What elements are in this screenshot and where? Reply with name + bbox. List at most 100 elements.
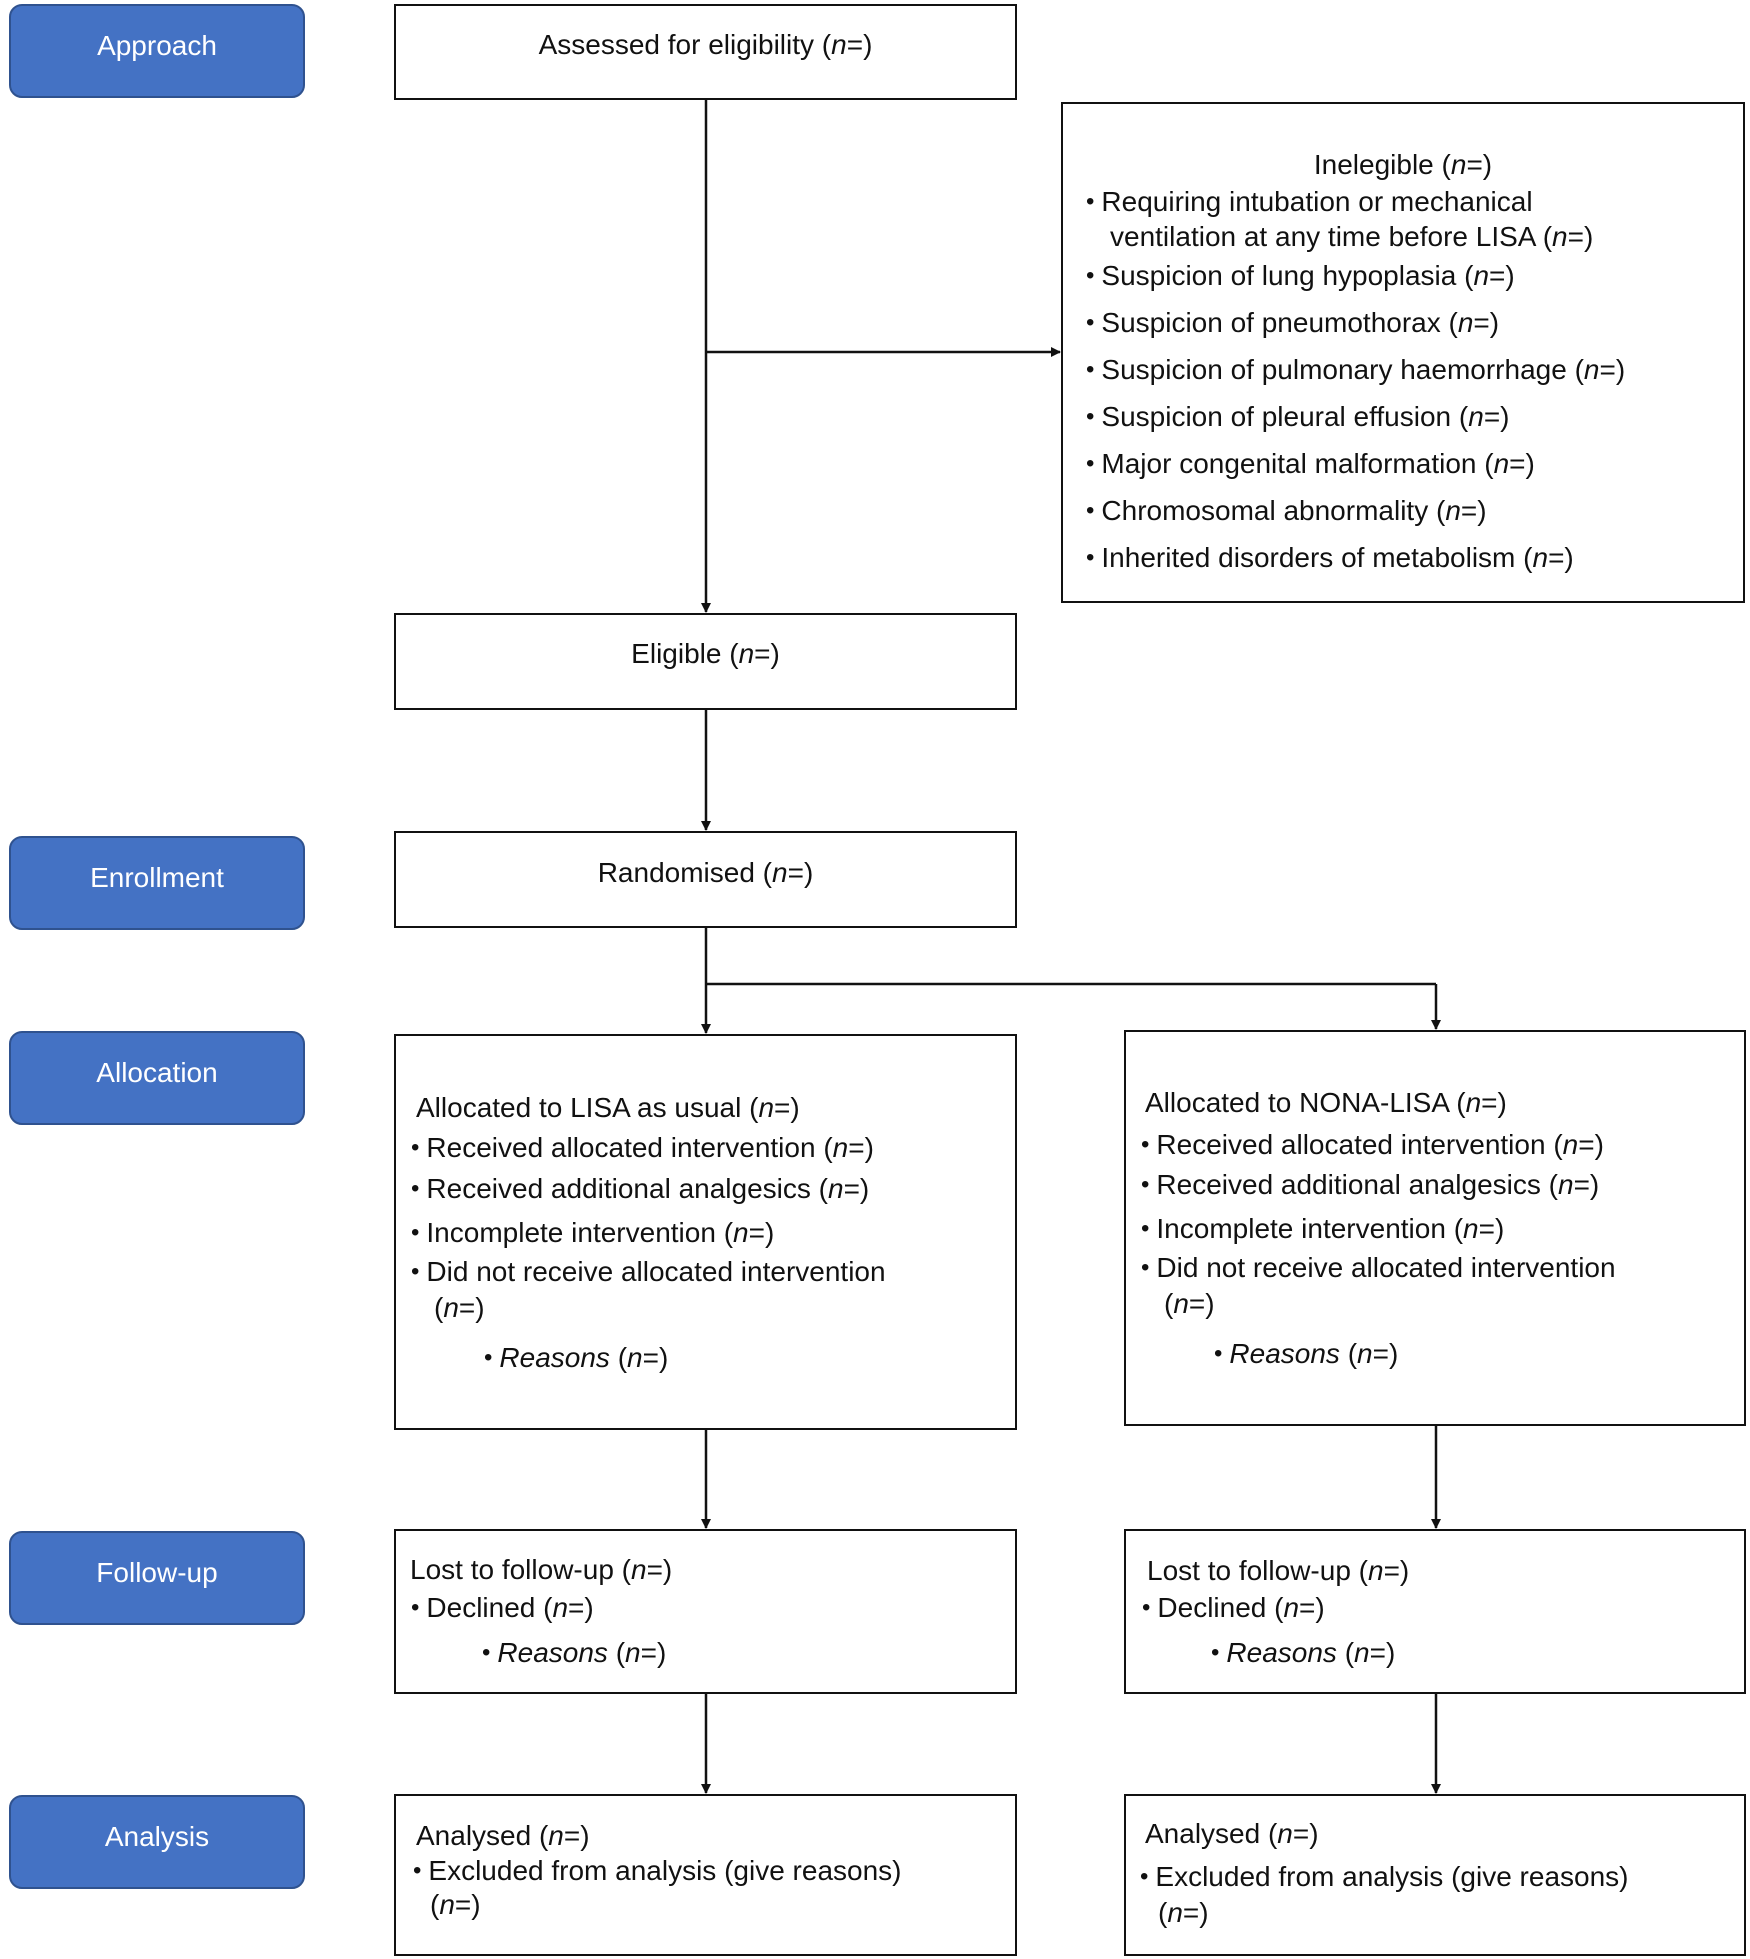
declined-item: Declined (n=) [1142, 1591, 1324, 1625]
n-label: n [1167, 1897, 1183, 1928]
n-label: n [627, 1342, 643, 1373]
ineligible-item: Chromosomal abnormality (n=) [1086, 494, 1486, 528]
analgesics-item: Received additional analgesics (n=) [411, 1172, 869, 1206]
reasons-label: Reasons [497, 1637, 608, 1668]
incomplete-label: Incomplete intervention [426, 1217, 716, 1248]
n-label: n [631, 1554, 647, 1585]
ineligible-box: Inelegible (n=) Requiring intubation or … [1061, 102, 1745, 603]
ineligible-item-label: Suspicion of pneumothorax [1101, 307, 1441, 338]
declined-label: Declined [1157, 1592, 1267, 1623]
analysis-nona-box: Analysed (n=) Excluded from analysis (gi… [1124, 1794, 1746, 1956]
ineligible-item-label: Suspicion of pulmonary haemorrhage [1101, 354, 1567, 385]
phase-approach: Approach [9, 4, 305, 98]
ineligible-item-label: Suspicion of lung hypoplasia [1101, 260, 1457, 291]
eligible-box: Eligible (n=) [394, 613, 1017, 710]
analgesics-item: Received additional analgesics (n=) [1141, 1168, 1599, 1202]
not-received-label: Did not receive allocated intervention [1156, 1252, 1616, 1283]
n-label: n [1493, 448, 1510, 479]
followup-reasons-item: Reasons (n=) [482, 1636, 666, 1670]
randomised-label: Randomised [597, 857, 755, 888]
n-label: n [439, 1889, 455, 1920]
n-label: n [1463, 1213, 1479, 1244]
analysed-heading: Analysed (n=) [416, 1820, 590, 1851]
n-label: n [832, 1132, 849, 1163]
reasons-label: Reasons [1226, 1637, 1337, 1668]
not-received-count: (n=) [1164, 1288, 1215, 1319]
eligible-text: Eligible (n=) [631, 638, 780, 669]
reasons-item: Reasons (n=) [484, 1341, 668, 1375]
phase-allocation: Allocation [9, 1031, 305, 1125]
eligible-label: Eligible [631, 638, 722, 669]
n-label: n [827, 1173, 844, 1204]
n-label: n [758, 1092, 775, 1123]
phase-followup: Follow-up [9, 1531, 305, 1625]
excluded-item: Excluded from analysis (give reasons) [413, 1854, 902, 1888]
incomplete-item: Incomplete intervention (n=) [411, 1216, 774, 1250]
analysis-lisa-box: Analysed (n=) Excluded from analysis (gi… [394, 1794, 1017, 1956]
allocated-label: Allocated to NONA-LISA [1145, 1087, 1449, 1118]
n-label: n [1368, 1555, 1384, 1586]
reasons-label: Reasons [1229, 1338, 1340, 1369]
n-label: n [1473, 260, 1490, 291]
n-label: n [1277, 1818, 1293, 1849]
assessed-box: Assessed for eligibility (n=) [394, 4, 1017, 100]
n-label: n [733, 1217, 749, 1248]
n-label: n [1557, 1169, 1574, 1200]
followup-reasons-item: Reasons (n=) [1211, 1636, 1395, 1670]
n-label: n [1450, 149, 1467, 180]
lost-label: Lost to follow-up [410, 1554, 614, 1585]
analgesics-label: Received additional analgesics [1156, 1169, 1541, 1200]
ineligible-item-label: Requiring intubation or mechanical [1101, 186, 1533, 217]
analysed-label: Analysed [1145, 1818, 1261, 1849]
excluded-count: (n=) [1158, 1897, 1209, 1928]
excluded-item: Excluded from analysis (give reasons) [1140, 1860, 1628, 1894]
allocation-lisa-box: Allocated to LISA as usual (n=) Received… [394, 1034, 1017, 1430]
declined-label: Declined [426, 1592, 536, 1623]
assessed-text: Assessed for eligibility (n=) [538, 29, 873, 60]
phase-approach-label: Approach [97, 30, 217, 61]
ineligible-item: Suspicion of pulmonary haemorrhage (n=) [1086, 353, 1625, 387]
declined-item: Declined (n=) [411, 1591, 593, 1625]
followup-nona-box: Lost to follow-up (n=) Declined (n=) Rea… [1124, 1529, 1746, 1694]
ineligible-item-label: Major congenital malformation [1101, 448, 1477, 479]
n-label: n [1562, 1129, 1579, 1160]
analysed-label: Analysed [416, 1820, 532, 1851]
allocated-heading: Allocated to LISA as usual (n=) [416, 1092, 800, 1123]
reasons-item: Reasons (n=) [1214, 1337, 1398, 1371]
ineligible-item: Suspicion of lung hypoplasia (n=) [1086, 259, 1514, 293]
phase-allocation-label: Allocation [96, 1057, 218, 1088]
ineligible-title: Inelegible (n=) [1313, 149, 1493, 180]
n-label: n [1283, 1592, 1300, 1623]
n-label: n [1583, 354, 1600, 385]
received-item: Received allocated intervention (n=) [1141, 1128, 1604, 1162]
ineligible-item-label: Inherited disorders of metabolism [1101, 542, 1516, 573]
phase-enrollment: Enrollment [9, 836, 305, 930]
ineligible-item: Inherited disorders of metabolism (n=) [1086, 541, 1573, 575]
analgesics-label: Received additional analgesics [426, 1173, 811, 1204]
n-label: n [738, 638, 755, 669]
n-label: n [831, 29, 847, 60]
phase-enrollment-label: Enrollment [90, 862, 224, 893]
ineligible-item: Suspicion of pleural effusion (n=) [1086, 400, 1509, 434]
ineligible-item-label: Suspicion of pleural effusion [1101, 401, 1452, 432]
n-label: n [552, 1592, 569, 1623]
excluded-label: Excluded from analysis (give reasons) [428, 1855, 902, 1886]
lost-heading: Lost to follow-up (n=) [1147, 1555, 1410, 1586]
ineligible-item-continuation: ventilation at any time before LISA (n=) [1110, 221, 1594, 252]
reasons-label: Reasons [499, 1342, 610, 1373]
n-label: n [1457, 307, 1474, 338]
not-received-item: Did not receive allocated intervention [1141, 1251, 1616, 1285]
assessed-label: Assessed for eligibility [538, 29, 815, 60]
randomised-box: Randomised (n=) [394, 831, 1017, 928]
randomised-text: Randomised (n=) [597, 857, 814, 888]
lost-heading: Lost to follow-up (n=) [410, 1554, 673, 1585]
ineligible-item: Suspicion of pneumothorax (n=) [1086, 306, 1499, 340]
phase-analysis-label: Analysis [104, 1821, 210, 1852]
ineligible-item-label: ventilation at any time before LISA [1110, 221, 1535, 252]
n-label: n [1532, 542, 1549, 573]
n-label: n [1552, 221, 1568, 252]
n-label: n [1465, 1087, 1482, 1118]
allocated-heading: Allocated to NONA-LISA (n=) [1145, 1087, 1507, 1118]
allocation-nona-box: Allocated to NONA-LISA (n=) Received all… [1124, 1030, 1746, 1426]
